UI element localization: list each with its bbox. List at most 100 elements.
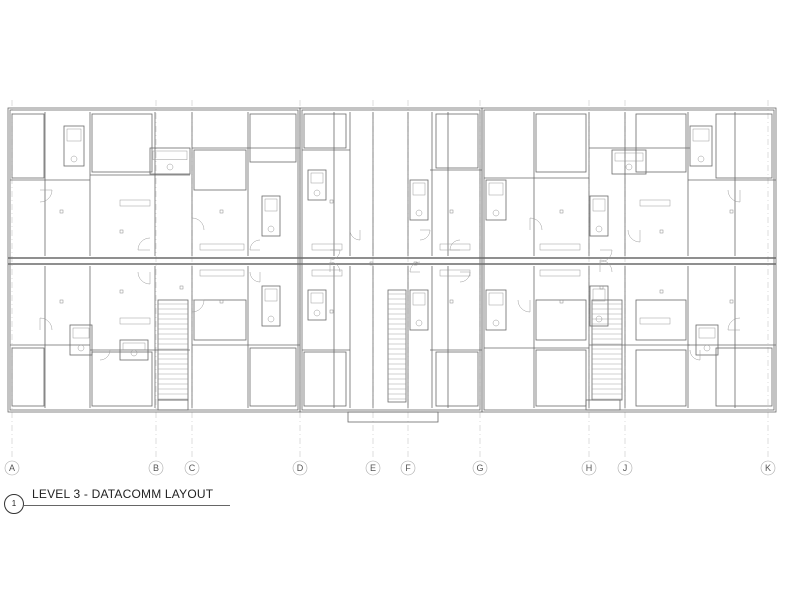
grid-lines-layer — [11, 100, 769, 458]
bedroom — [535, 299, 587, 341]
door-swing — [599, 249, 613, 263]
door-swing — [137, 237, 151, 251]
toilet — [313, 189, 321, 197]
kitchen-counter — [199, 243, 245, 251]
door-swing — [39, 317, 53, 331]
kitchen-counter — [311, 243, 343, 251]
building-outline-east-inner — [483, 109, 775, 411]
bathroom — [119, 339, 149, 361]
bathtub — [412, 182, 426, 196]
bedroom — [193, 149, 247, 191]
toilet — [703, 344, 711, 352]
bedroom — [249, 113, 297, 163]
grid-bubble-b — [148, 460, 164, 476]
door-swing — [409, 261, 421, 273]
door-swing — [39, 189, 53, 203]
door-swing — [727, 317, 741, 331]
bathtub — [412, 292, 426, 306]
door-swing — [627, 229, 641, 243]
grid-bubble-label-e: E — [370, 463, 376, 473]
grid-bubble-label-k: K — [765, 463, 771, 473]
view-title: LEVEL 3 - DATACOMM LAYOUT — [32, 487, 214, 501]
bathroom — [695, 324, 719, 356]
door-swing — [99, 349, 111, 361]
datacomm-outlet — [219, 209, 224, 214]
bedroom — [535, 113, 587, 173]
view-title-block: 1 LEVEL 3 - DATACOMM LAYOUT — [4, 486, 234, 516]
toilet — [70, 155, 78, 163]
door-swing — [599, 259, 613, 273]
datacomm-outlet — [659, 229, 664, 234]
kitchen-counter — [539, 243, 581, 251]
bathtub — [698, 327, 716, 339]
kitchen-counter — [439, 243, 471, 251]
bathtub — [72, 327, 90, 339]
grid-bubble-h — [581, 460, 597, 476]
toilet — [267, 315, 275, 323]
grid-bubble-k — [760, 460, 776, 476]
stair-landing-west — [157, 399, 189, 411]
door-swing — [329, 261, 341, 273]
toilet — [130, 349, 138, 357]
bathroom — [485, 179, 507, 221]
bathroom — [409, 289, 429, 331]
door-swing — [137, 271, 151, 285]
bathroom — [589, 285, 609, 327]
door-swing — [727, 189, 741, 203]
grid-bubble-label-f: F — [405, 463, 411, 473]
grid-bubble-label-b: B — [153, 463, 159, 473]
datacomm-outlet — [559, 299, 564, 304]
bedroom — [535, 349, 587, 407]
toilet — [267, 225, 275, 233]
door-swing — [419, 229, 431, 241]
datacomm-outlet — [119, 289, 124, 294]
walls-layer — [7, 107, 777, 423]
toilet — [415, 209, 423, 217]
fixtures-layer — [39, 128, 741, 400]
kitchen-counter — [119, 317, 151, 325]
datacomm-outlet — [179, 285, 184, 290]
bedroom — [249, 347, 297, 407]
toilet — [595, 225, 603, 233]
datacomm-outlet — [449, 299, 454, 304]
grid-bubble-label-j: J — [623, 463, 628, 473]
bedroom — [91, 351, 153, 407]
datacomm-outlet — [59, 209, 64, 214]
bathtub — [122, 342, 146, 350]
kitchen-counter — [639, 199, 671, 207]
door-swing — [191, 299, 205, 313]
grid-bubble-a — [4, 460, 20, 476]
datacomm-outlet — [449, 209, 454, 214]
door-swing — [191, 217, 205, 231]
toilet — [492, 319, 500, 327]
bathroom — [589, 195, 609, 237]
door-swing — [249, 239, 261, 251]
bedroom — [193, 299, 247, 341]
datacomm-outlet — [119, 229, 124, 234]
bathtub — [692, 128, 710, 142]
door-swing — [517, 299, 531, 313]
datacomm-outlet — [729, 209, 734, 214]
center-entry-canopy — [347, 411, 439, 423]
building-outline-west — [7, 107, 301, 413]
datacomm-outlet — [219, 299, 224, 304]
bedroom — [715, 113, 773, 179]
bedroom — [635, 299, 687, 341]
bedroom — [91, 113, 153, 173]
grid-bubble-c — [184, 460, 200, 476]
bathtub — [264, 198, 278, 212]
bathroom — [689, 125, 713, 167]
bedroom — [11, 113, 45, 179]
building-outline-center — [299, 107, 483, 413]
grid-bubble-f — [400, 460, 416, 476]
building-outline-east — [481, 107, 777, 413]
datacomm-outlet — [729, 299, 734, 304]
datacomm-outlet — [599, 285, 604, 290]
grid-bubble-label-c: C — [189, 463, 196, 473]
bedroom — [11, 347, 45, 407]
bathtub — [614, 152, 644, 162]
datacomm-outlet — [59, 299, 64, 304]
grid-bubble-j — [617, 460, 633, 476]
bedroom — [303, 113, 347, 149]
